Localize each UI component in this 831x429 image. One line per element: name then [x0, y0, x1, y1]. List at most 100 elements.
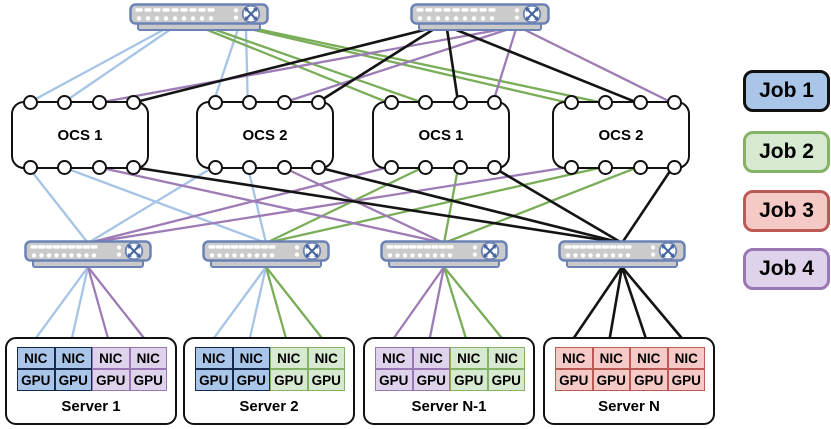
ocs-box-4: OCS 2 — [552, 95, 690, 175]
gpu-cell: GPU — [232, 369, 270, 391]
link-ocs-to-tor — [442, 165, 640, 245]
core-switch-1 — [129, 3, 269, 32]
ocs-label: OCS 2 — [598, 126, 644, 144]
legend-job-label: Job 2 — [759, 140, 814, 163]
nic-cell: NIC — [270, 347, 308, 369]
switch-icon — [24, 240, 152, 268]
ocs-port — [126, 95, 142, 110]
server-label: Server 1 — [61, 398, 121, 415]
link-ocs-to-tor — [442, 165, 460, 245]
ocs-port — [418, 160, 434, 175]
server-label: Server N-1 — [411, 398, 487, 415]
link-tor-to-server — [442, 265, 506, 343]
nic-cell: NIC — [195, 347, 233, 369]
crossed-arrows-icon — [241, 4, 261, 24]
gpu-cell: GPU — [270, 369, 308, 391]
link-ocs-to-tor — [620, 165, 675, 245]
gpu-cell: GPU — [555, 369, 593, 391]
link-core-to-ocs — [452, 27, 640, 105]
legend-job-label: Job 4 — [759, 257, 814, 280]
nic-cell: NIC — [412, 347, 450, 369]
ocs-label: OCS 2 — [242, 126, 288, 144]
link-tor-to-server — [390, 265, 446, 343]
ocs-port — [242, 160, 258, 175]
link-ocs-to-tor — [281, 165, 446, 245]
ocs-port — [91, 95, 107, 110]
legend-job-label: Job 3 — [759, 199, 814, 222]
nic-cell: NIC — [17, 347, 55, 369]
legend-job1-badge: Job 1 — [743, 70, 830, 112]
link-ocs-to-tor — [315, 165, 624, 245]
link-tor-to-server — [264, 265, 326, 343]
server-label: Server 2 — [239, 398, 299, 415]
link-tor-to-server — [264, 265, 288, 343]
ocs-port — [563, 95, 579, 110]
nic-cell: NIC — [592, 347, 630, 369]
tor-switch-2 — [202, 240, 330, 269]
link-core-to-ocs — [61, 27, 173, 105]
ocs-port — [418, 95, 434, 110]
link-tor-to-server — [70, 265, 90, 343]
crossed-arrows-icon — [658, 241, 678, 261]
link-core-to-ocs — [27, 27, 167, 105]
gpu-cell: GPU — [630, 369, 668, 391]
ocs-port — [91, 160, 107, 175]
ocs-port — [487, 160, 503, 175]
link-core-to-ocs — [248, 27, 571, 105]
link-tor-to-server — [86, 265, 110, 343]
ocs-port — [667, 160, 683, 175]
gpu-cell: GPU — [375, 369, 413, 391]
switch-icon — [202, 240, 330, 268]
server-label: Server N — [598, 398, 660, 415]
nic-cell: NIC — [375, 347, 413, 369]
link-tor-to-server — [210, 265, 268, 343]
link-core-to-ocs — [315, 27, 436, 105]
legend-job-label: Job 1 — [759, 79, 814, 102]
link-core-to-ocs — [445, 27, 460, 105]
ocs-port — [22, 160, 38, 175]
ocs-port — [311, 160, 327, 175]
link-ocs-to-tor — [86, 165, 215, 245]
tor-switch-3 — [380, 240, 508, 269]
gpu-cell: GPU — [307, 369, 345, 391]
nic-cell: NIC — [129, 347, 167, 369]
link-tor-to-server — [32, 265, 90, 343]
gpu-cell: GPU — [92, 369, 130, 391]
gpu-cell: GPU — [450, 369, 488, 391]
link-ocs-to-tor — [264, 165, 605, 245]
ocs-port — [598, 160, 614, 175]
ocs-port — [242, 95, 258, 110]
nic-cell: NIC — [555, 347, 593, 369]
gpu-cell: GPU — [412, 369, 450, 391]
ocs-box-1: OCS 1 — [11, 95, 149, 175]
tor-switch-1 — [24, 240, 152, 269]
link-ocs-to-tor — [130, 165, 624, 245]
crossed-arrows-icon — [480, 241, 500, 261]
link-core-to-ocs — [281, 27, 511, 105]
ocs-port — [57, 160, 73, 175]
nic-cell: NIC — [232, 347, 270, 369]
gpu-cell: GPU — [54, 369, 92, 391]
ocs-port — [487, 95, 503, 110]
ocs-port — [383, 95, 399, 110]
nic-cell: NIC — [307, 347, 345, 369]
gpu-cell: GPU — [667, 369, 705, 391]
legend-job3-badge: Job 3 — [743, 190, 830, 232]
ocs-port — [207, 95, 223, 110]
link-tor-to-server — [428, 265, 446, 343]
ocs-label: OCS 1 — [418, 126, 464, 144]
ocs-box-2: OCS 2 — [196, 95, 334, 175]
nic-cell: NIC — [630, 347, 668, 369]
gpu-cell: GPU — [592, 369, 630, 391]
crossed-arrows-icon — [302, 241, 322, 261]
link-ocs-to-tor — [61, 165, 268, 245]
link-tor-to-server — [607, 265, 624, 343]
link-tor-to-server — [442, 265, 468, 343]
